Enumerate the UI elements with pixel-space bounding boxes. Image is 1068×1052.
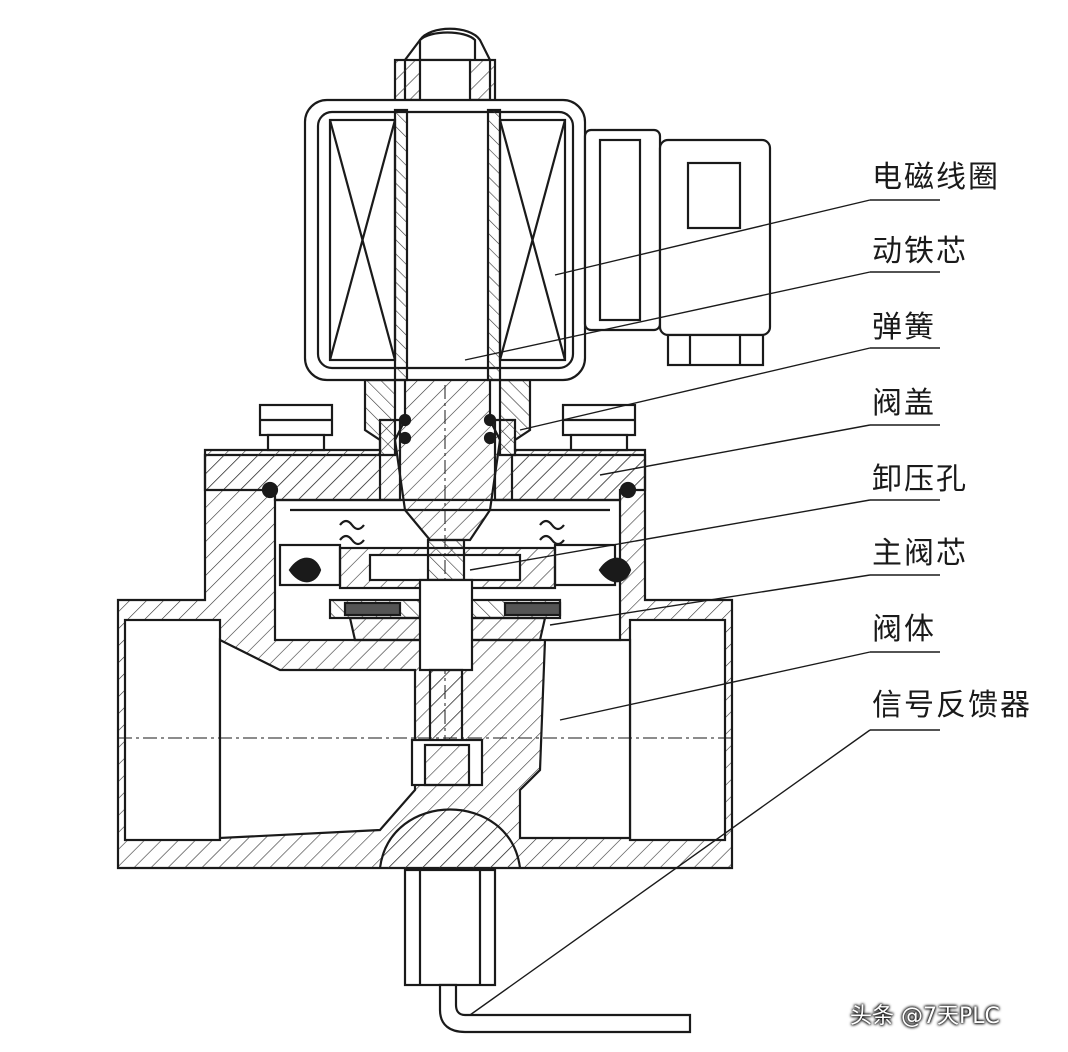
top-cap bbox=[393, 27, 497, 107]
label-bonnet: 阀盖 bbox=[872, 386, 936, 421]
label-spring: 弹簧 bbox=[872, 310, 936, 345]
label-signal-feedback: 信号反馈器 bbox=[872, 688, 1032, 723]
label-relief-hole: 卸压孔 bbox=[872, 462, 968, 497]
leader-lines bbox=[464, 199, 940, 1016]
connector-box bbox=[583, 128, 772, 367]
watermark: 头条 @7天PLC bbox=[850, 1004, 1000, 1029]
label-main-valve-core: 主阀芯 bbox=[872, 536, 968, 571]
signal-feedback-sensor bbox=[403, 868, 692, 1034]
label-plunger: 动铁芯 bbox=[872, 234, 968, 269]
bonnet bbox=[203, 403, 647, 502]
spring bbox=[363, 378, 532, 457]
label-valve-body: 阀体 bbox=[872, 612, 936, 647]
solenoid-coil bbox=[303, 98, 587, 382]
label-solenoid-coil: 电磁线圈 bbox=[872, 160, 1000, 195]
